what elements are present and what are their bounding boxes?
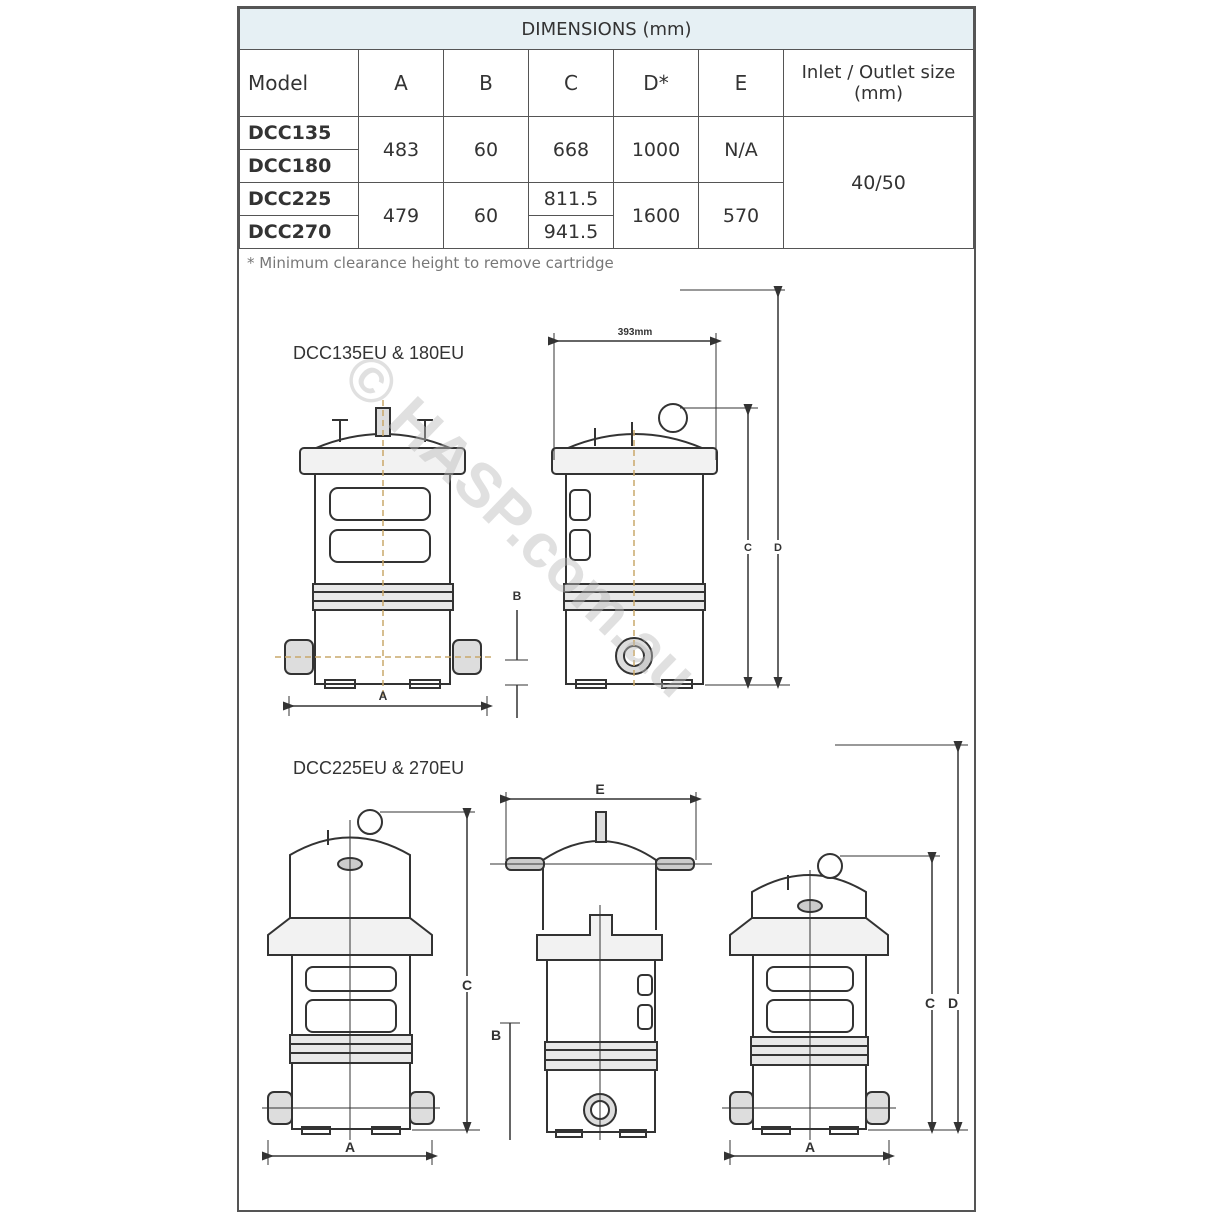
table-title: DIMENSIONS (mm) <box>239 8 974 50</box>
cell-e: 570 <box>698 182 784 249</box>
cell-c: 941.5 <box>528 215 614 249</box>
cell-a: 479 <box>358 182 444 249</box>
dim-a-1: A <box>379 689 388 703</box>
cell-c: 668 <box>528 116 614 183</box>
filter-front-view-2 <box>267 809 435 1135</box>
cell-b: 60 <box>443 182 529 249</box>
cell-model: DCC180 <box>239 149 359 183</box>
dim-c-1: C <box>744 542 752 554</box>
header-b: B <box>443 49 529 117</box>
clearance-note: * Minimum clearance height to remove car… <box>247 254 614 272</box>
cell-inlet-outlet: 40/50 <box>783 116 974 249</box>
cell-c: 811.5 <box>528 182 614 216</box>
dim-a-3: A <box>805 1139 815 1155</box>
dimensions-table: DIMENSIONS (mm) Model A B C D* E Inlet /… <box>239 8 974 249</box>
header-a: A <box>358 49 444 117</box>
cell-a: 483 <box>358 116 444 183</box>
dim-e: E <box>595 781 604 797</box>
group2-label: DCC225EU & 270EU <box>293 758 464 778</box>
table-row: DCC225 479 60 811.5 1600 570 <box>239 182 974 249</box>
cell-d: 1600 <box>613 182 699 249</box>
dim-b-2: B <box>491 1027 501 1043</box>
table-header-row: Model A B C D* E Inlet / Outlet size (mm… <box>239 49 974 117</box>
dim-c-3: C <box>925 995 935 1011</box>
table-row: DCC135 483 60 668 1000 N/A 40/50 <box>239 116 974 249</box>
table-row: DCC270 941.5 <box>239 215 974 249</box>
dim-d-1: D <box>774 542 782 554</box>
group1-label: DCC135EU & 180EU <box>293 343 464 363</box>
table-row: DCC180 <box>239 149 974 183</box>
header-d: D* <box>613 49 699 117</box>
dim-a-2: A <box>345 1139 355 1155</box>
dim-b-1: B <box>513 589 522 603</box>
dim-393: 393mm <box>618 327 653 338</box>
filter-front-view-1 <box>284 407 482 689</box>
header-inlet-outlet: Inlet / Outlet size (mm) <box>783 49 974 117</box>
spec-sheet: DIMENSIONS (mm) Model A B C D* E Inlet /… <box>237 6 976 1212</box>
cell-e: N/A <box>698 116 784 183</box>
cell-model: DCC270 <box>239 215 359 249</box>
dim-c-2: C <box>462 977 472 993</box>
dim-d-3: D <box>948 995 958 1011</box>
